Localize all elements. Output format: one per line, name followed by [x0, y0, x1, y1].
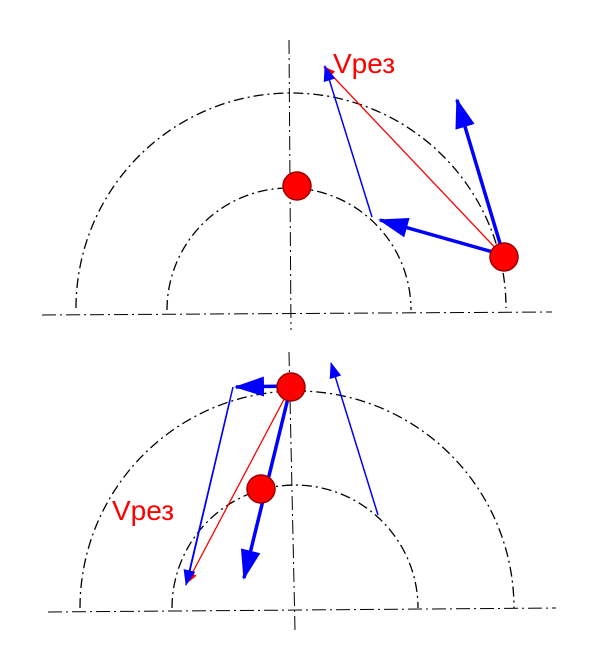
bottom-baseline [47, 607, 557, 613]
top-point-inner [282, 171, 312, 201]
top-outer-arc [75, 92, 507, 309]
bottom-resultant-velocity-arrow [186, 387, 291, 584]
bottom-point-inner [246, 474, 276, 504]
top-thick-blue-arrow-up [455, 98, 504, 251]
bottom-thin-blue-arrow [183, 399, 231, 586]
top-baseline [41, 311, 553, 316]
top-inner-arc [166, 187, 412, 311]
top-thin-blue-arrow [323, 65, 373, 218]
bottom-point-outer [276, 372, 306, 402]
bottom-vertical-axis [288, 351, 296, 631]
top-velocity-label: Vрез [333, 48, 395, 79]
bottom-diagram: Vрез [47, 351, 557, 631]
top-thick-blue-arrow-left [378, 218, 501, 256]
bottom-inner-arc [171, 484, 419, 609]
top-point-outer [489, 242, 519, 272]
top-diagram: Vрез [41, 39, 553, 331]
top-resultant-velocity-arrow [323, 66, 503, 256]
bottom-velocity-label: Vрез [112, 495, 174, 526]
bottom-right-thin-blue-arrow [329, 362, 379, 516]
